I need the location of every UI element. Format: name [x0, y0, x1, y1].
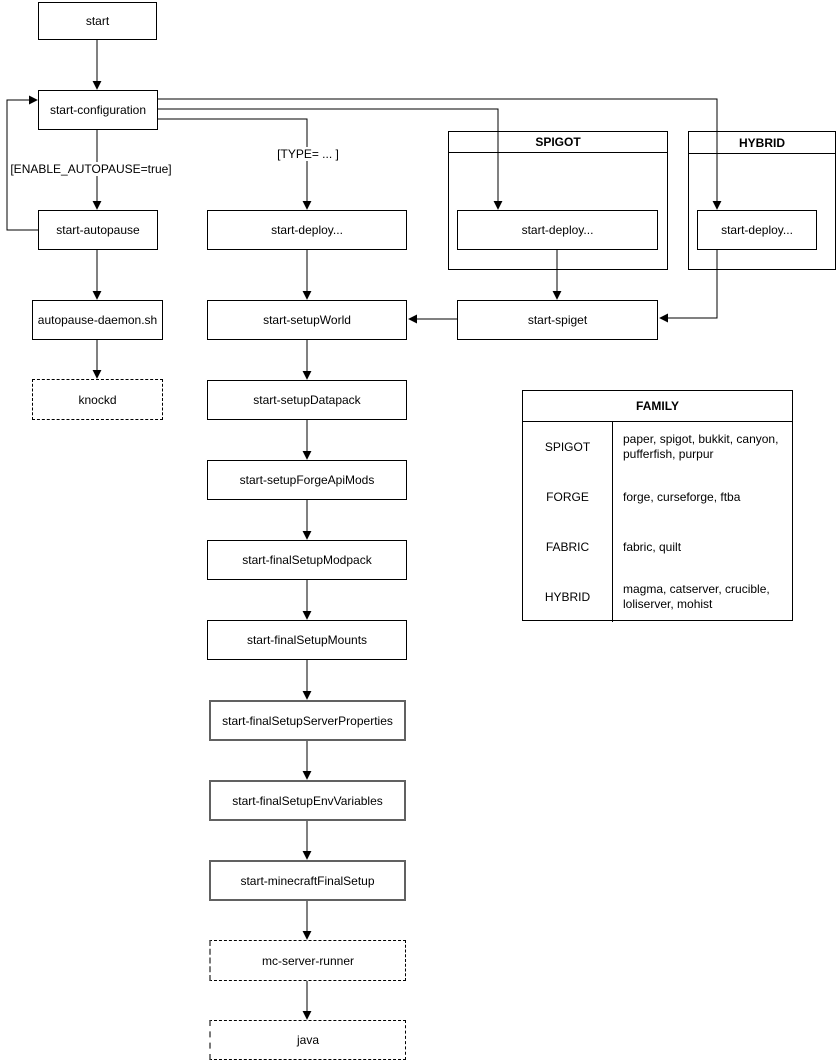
family-key: FORGE — [546, 490, 589, 504]
node-start: start — [38, 2, 157, 40]
edge-label-enable-autopause: [ENABLE_AUTOPAUSE=true] — [8, 162, 174, 176]
family-values: forge, curseforge, ftba — [623, 489, 741, 504]
node-start-final-setup-env-variables: start-finalSetupEnvVariables — [209, 780, 406, 821]
edge-label-type: [TYPE= ... ] — [275, 147, 341, 161]
node-start-final-setup-modpack: start-finalSetupModpack — [207, 540, 407, 580]
node-mc-server-runner: mc-server-runner — [209, 940, 406, 981]
family-key: FABRIC — [545, 540, 590, 554]
family-values: paper, spigot, bukkit, canyon, pufferfis… — [623, 432, 779, 461]
node-start-configuration: start-configuration — [38, 90, 158, 130]
group-spigot-title: SPIGOT — [449, 132, 667, 153]
family-values: magma, catserver, crucible, loliserver, … — [623, 582, 770, 611]
node-start-final-setup-mounts: start-finalSetupMounts — [207, 620, 407, 660]
node-start-spiget: start-spiget — [457, 300, 658, 340]
family-table-key-column: SPIGOT FORGE FABRIC HYBRID — [523, 422, 613, 622]
node-start-deploy: start-deploy... — [207, 210, 407, 250]
node-start-final-setup-server-properties: start-finalSetupServerProperties — [209, 700, 406, 741]
node-spigot-start-deploy: start-deploy... — [457, 210, 658, 250]
node-start-minecraft-final-setup: start-minecraftFinalSetup — [209, 860, 406, 901]
family-key: HYBRID — [544, 590, 591, 604]
family-table: FAMILY SPIGOT FORGE FABRIC HYBRID paper,… — [522, 390, 793, 622]
node-hybrid-start-deploy: start-deploy... — [697, 210, 817, 250]
group-hybrid-title: HYBRID — [689, 132, 835, 154]
node-java: java — [209, 1020, 406, 1060]
family-table-body: SPIGOT FORGE FABRIC HYBRID paper, spigot… — [523, 422, 792, 622]
node-knockd: knockd — [32, 379, 163, 420]
node-start-setup-datapack: start-setupDatapack — [207, 380, 407, 420]
family-table-title: FAMILY — [523, 391, 792, 422]
family-key: SPIGOT — [544, 440, 591, 454]
node-start-setup-world: start-setupWorld — [207, 300, 407, 340]
node-start-autopause: start-autopause — [38, 210, 158, 250]
family-table-value-column: paper, spigot, bukkit, canyon, pufferfis… — [613, 422, 792, 622]
node-start-setup-forge-api-mods: start-setupForgeApiMods — [207, 460, 407, 500]
node-autopause-daemon: autopause-daemon.sh — [32, 300, 163, 340]
family-values: fabric, quilt — [623, 539, 682, 554]
